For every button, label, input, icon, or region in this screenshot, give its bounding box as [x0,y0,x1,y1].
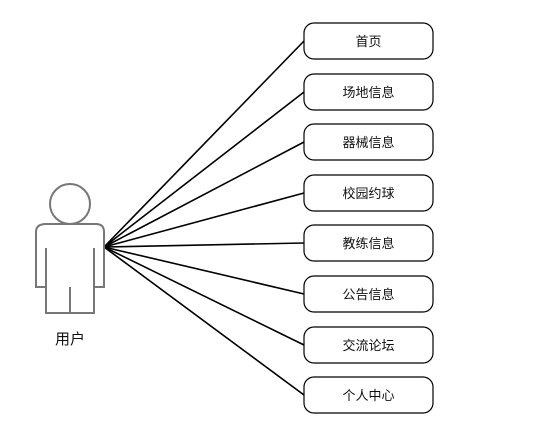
actor-label: 用户 [55,330,85,348]
association-line [103,91,305,248]
use-case: 器械信息 [303,123,434,161]
use-case-label: 交流论坛 [342,338,394,354]
use-case-box [303,73,434,111]
use-case-label: 教练信息 [342,236,394,252]
actor: 用户 [35,183,105,348]
use-case-label: 首页 [355,35,381,50]
use-case-label: 公告信息 [342,287,394,303]
use-case: 公告信息 [303,275,434,313]
person-icon [35,183,105,314]
association-line [103,141,305,248]
use-case: 首页 [303,22,434,60]
use-case: 校园约球 [303,174,434,212]
use-case-box [303,224,434,262]
actor-body [35,223,105,314]
use-case-box [303,123,434,161]
actor-head [49,183,91,225]
use-case: 个人中心 [303,376,434,414]
use-case-label: 个人中心 [342,389,394,404]
association-line [103,40,305,248]
use-case-box [303,326,434,364]
use-case-box [303,174,434,212]
use-case-label: 场地信息 [342,85,394,101]
use-case: 场地信息 [303,73,434,111]
association-line [103,246,305,295]
association-line [103,246,305,346]
use-case: 教练信息 [303,224,434,262]
use-case-label: 器械信息 [342,135,394,151]
use-case-label: 校园约球 [342,186,394,202]
association-line [103,242,305,248]
association-line [103,192,305,248]
use-case-box [303,376,434,414]
association-line [103,246,305,396]
use-case: 交流论坛 [303,326,434,364]
use-case-box [303,22,434,60]
use-case-box [303,275,434,313]
association-lines [103,40,305,396]
